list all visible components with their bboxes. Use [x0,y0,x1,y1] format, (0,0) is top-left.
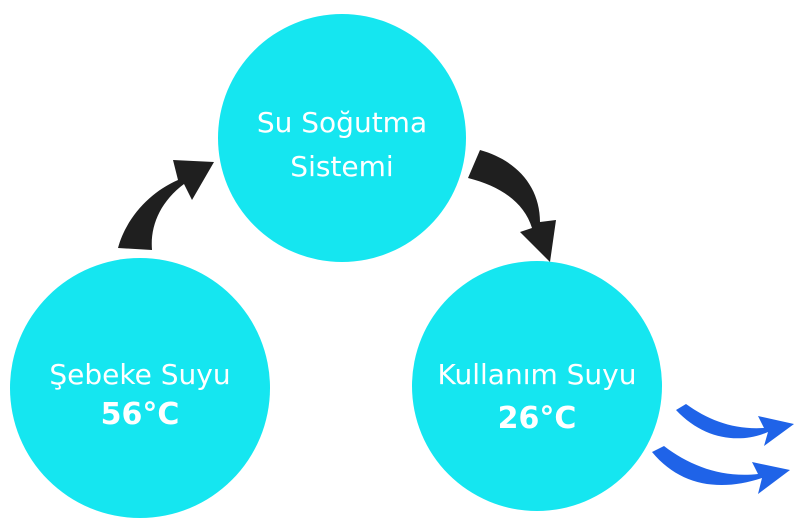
node-usage-water: Kullanım Suyu 26°C [412,261,662,511]
outflow-arrow-upper-icon [676,404,794,446]
node-cooling-system-circle [218,14,466,262]
node-mains-water-temperature: 56°C [101,397,180,432]
node-cooling-system: Su Soğutma Sistemi [218,14,466,262]
node-usage-water-circle [412,261,662,511]
outflow-arrow-lower-icon [652,446,790,494]
double-arrow-right-icon [652,404,794,494]
node-mains-water: Şebeke Suyu 56°C [10,258,270,518]
arrow-mains-to-cooling-icon [118,160,214,250]
arrow-cooling-to-usage-icon [468,150,556,262]
node-mains-water-circle [10,258,270,518]
node-cooling-system-line1: Su Soğutma [257,106,427,139]
node-cooling-system-line2: Sistemi [290,150,393,183]
node-mains-water-label: Şebeke Suyu [49,358,230,391]
node-usage-water-label: Kullanım Suyu [438,358,637,391]
node-usage-water-temperature: 26°C [498,401,577,436]
arrow-mains-to-cooling [118,160,214,250]
arrow-cooling-to-usage [468,150,556,262]
